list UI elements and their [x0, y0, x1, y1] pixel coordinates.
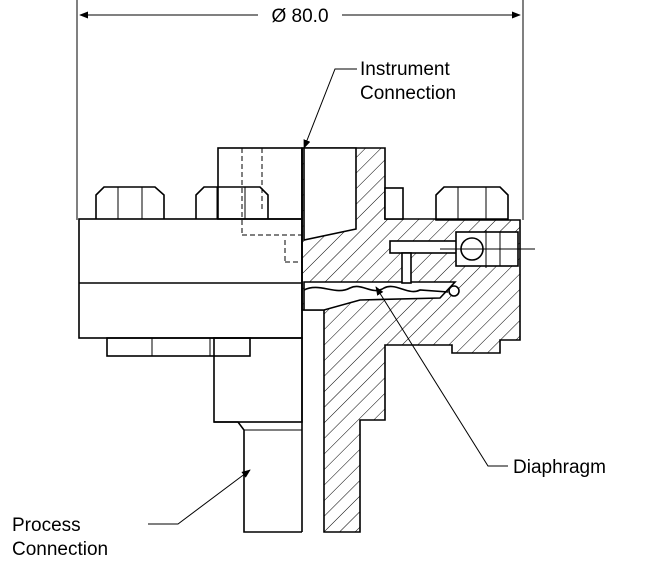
fill-bore-vertical	[401, 252, 412, 284]
instrument-leader	[303, 68, 357, 149]
diaphragm-leader	[375, 286, 508, 467]
process-thread	[214, 421, 302, 533]
diaphragm-chamber	[303, 281, 457, 311]
process-label-line1: Process	[12, 515, 81, 536]
neck	[213, 337, 303, 423]
label-diaphragm: Diaphragm	[375, 286, 606, 478]
label-instrument-connection: Instrument Connection	[303, 59, 456, 149]
instrument-hub	[217, 147, 303, 220]
diaphragm-label: Diaphragm	[513, 457, 606, 478]
bolt-head-left	[95, 186, 165, 219]
lower-nuts	[106, 337, 251, 357]
flange-body	[78, 218, 303, 339]
section-half	[301, 147, 535, 533]
seal-ring	[448, 285, 460, 297]
exterior-half	[78, 147, 303, 533]
bolt-head-center	[195, 186, 269, 219]
fill-bore	[389, 240, 459, 254]
label-process-connection: Process Connection	[12, 469, 251, 560]
bolt-head-right	[435, 186, 509, 220]
process-label-line2: Connection	[12, 539, 108, 560]
bolt-head-middle	[384, 187, 404, 220]
process-leader	[148, 469, 251, 525]
dimension-label: Ø 80.0	[271, 6, 328, 27]
instrument-label-line1: Instrument	[360, 59, 450, 80]
instrument-label-line2: Connection	[360, 83, 456, 104]
dimension-80: Ø 80.0	[76, 0, 524, 220]
instrument-port	[303, 147, 357, 241]
diaphragm	[303, 285, 449, 293]
